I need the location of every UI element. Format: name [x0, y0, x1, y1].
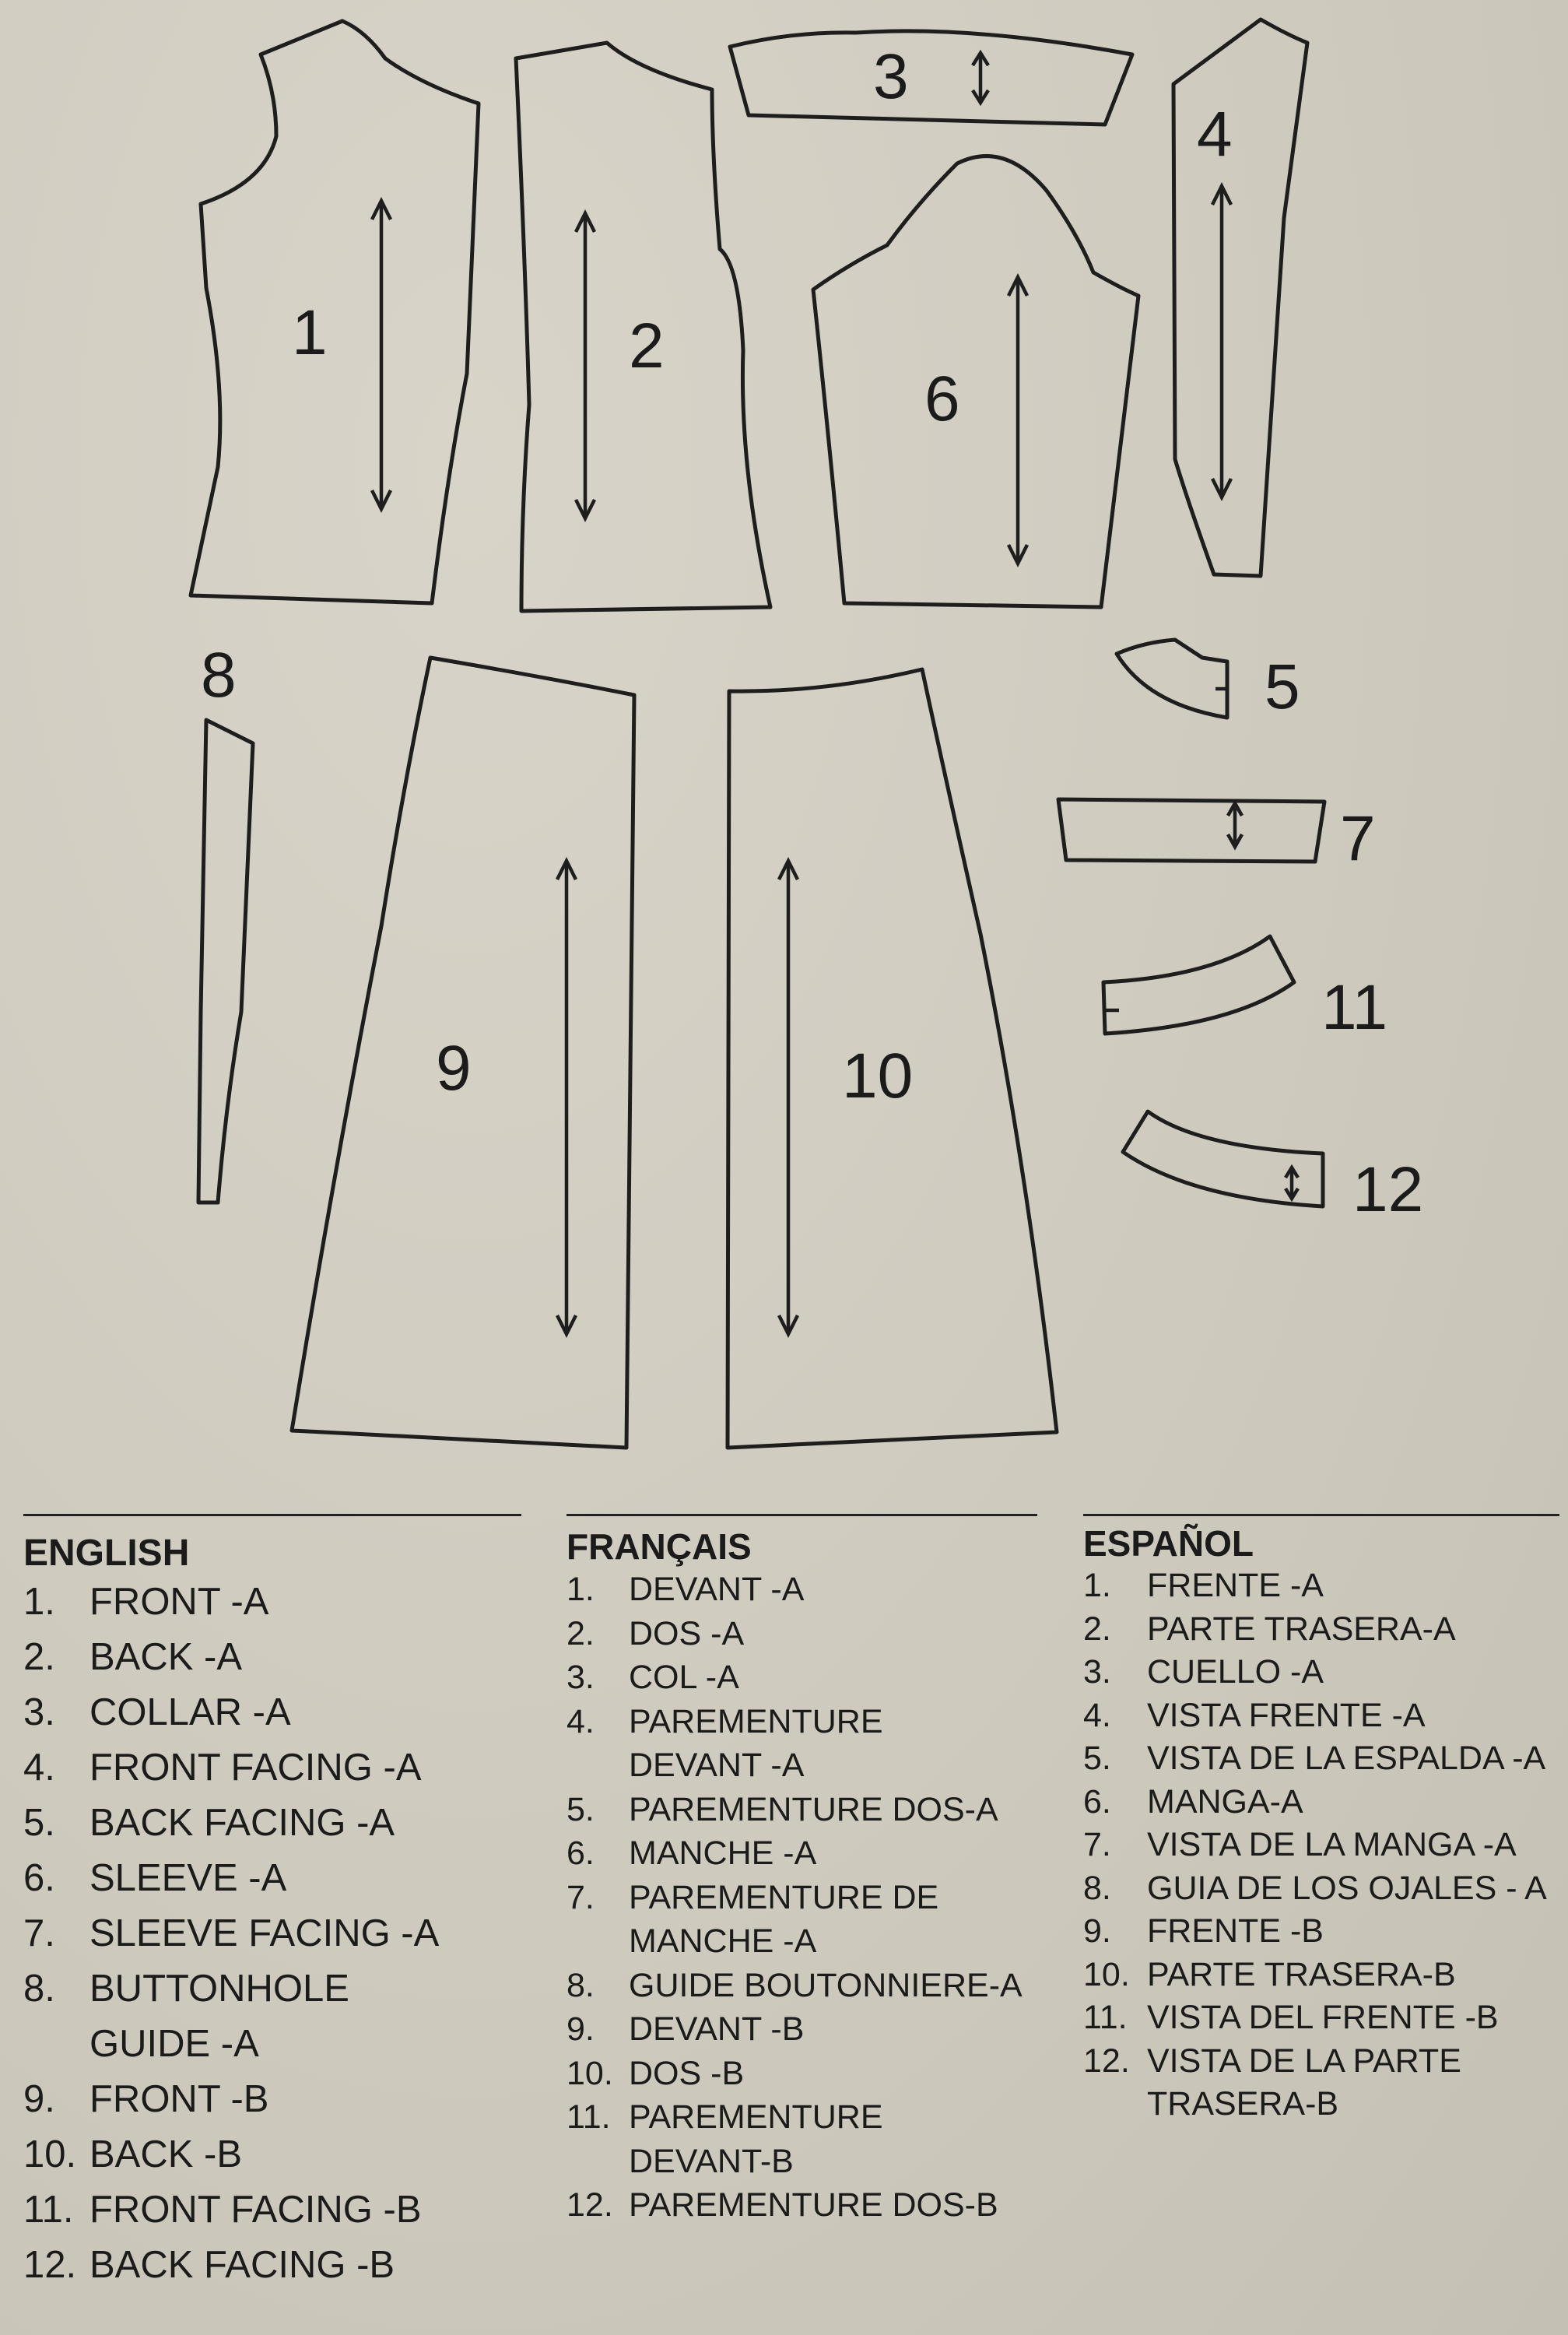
legend-spanish-list: 1.FRENTE -A 2.PARTE TRASERA-A 3.CUELLO -… [1083, 1564, 1559, 2126]
list-item: 3.CUELLO -A [1083, 1653, 1324, 1691]
pattern-piece-9: 9 [289, 655, 637, 1450]
legend-spanish-heading: ESPAÑOL [1083, 1523, 1254, 1564]
list-item: 4.FRONT FACING -A [23, 1747, 422, 1789]
list-item: 1.DEVANT -A [567, 1571, 805, 1608]
legend-french: FRANÇAIS 1.DEVANT -A 2.DOS -A 3.COL -A 4… [567, 1514, 1037, 2228]
piece-number-10: 10 [842, 1041, 913, 1111]
list-item: 3.COL -A [567, 1659, 739, 1696]
list-item: 12.VISTA DE LA PARTE TRASERA-B [1083, 2042, 1461, 2123]
list-item: 1.FRONT -A [23, 1581, 269, 1623]
pattern-piece-6: 6 [811, 154, 1141, 609]
pattern-piece-5: 5 [1114, 637, 1300, 722]
list-item: 5.BACK FACING -A [23, 1802, 395, 1844]
list-item: 7.PAREMENTURE DE MANCHE -A [567, 1878, 939, 1961]
legend-french-rule [567, 1514, 1037, 1516]
list-item: 8.BUTTONHOLE GUIDE -A [23, 1968, 349, 2065]
pattern-piece-10: 10 [725, 667, 1059, 1450]
piece-number-11: 11 [1321, 972, 1387, 1043]
list-item: 2.PARTE TRASERA-A [1083, 1610, 1456, 1648]
piece-number-2: 2 [629, 311, 665, 381]
piece-number-12: 12 [1352, 1154, 1423, 1225]
legend-spanish-rule [1083, 1514, 1559, 1516]
list-item: 5.PAREMENTURE DOS-A [567, 1790, 998, 1828]
list-item: 2.DOS -A [567, 1614, 745, 1652]
list-item: 12.BACK FACING -B [23, 2244, 395, 2286]
pattern-piece-2: 2 [514, 40, 773, 613]
piece-number-5: 5 [1265, 651, 1300, 722]
pattern-piece-3: 3 [728, 29, 1135, 127]
legend-french-list: 1.DEVANT -A 2.DOS -A 3.COL -A 4.PAREMENT… [567, 1568, 1037, 2228]
pattern-piece-8: 8 [196, 640, 255, 1205]
legend-french-heading: FRANÇAIS [567, 1526, 752, 1567]
list-item: 10.DOS -B [567, 2054, 745, 2092]
piece-number-3: 3 [873, 41, 909, 112]
legend-english-rule [23, 1514, 521, 1516]
list-item: 11.FRONT FACING -B [23, 2189, 422, 2231]
pattern-piece-1: 1 [188, 19, 481, 606]
list-item: 11.VISTA DEL FRENTE -B [1083, 1999, 1499, 2036]
list-item: 1.FRENTE -A [1083, 1567, 1324, 1604]
piece-number-7: 7 [1340, 803, 1376, 874]
piece-number-1: 1 [292, 297, 328, 368]
list-item: 10.BACK -B [23, 2133, 243, 2175]
list-item: 6.SLEEVE -A [23, 1857, 287, 1899]
pattern-piece-4: 4 [1171, 17, 1310, 578]
list-item: 6.MANGA-A [1083, 1782, 1303, 1821]
list-item: 4.VISTA FRENTE -A [1083, 1696, 1426, 1734]
piece-number-4: 4 [1197, 99, 1233, 170]
list-item: 9.FRONT -B [23, 2078, 269, 2120]
legend-spanish: ESPAÑOL 1.FRENTE -A 2.PARTE TRASERA-A 3.… [1083, 1514, 1559, 2126]
pattern-piece-7: 7 [1056, 797, 1376, 874]
list-item: 8.GUIA DE LOS OJALES - A [1083, 1869, 1547, 1907]
list-item: 8.GUIDE BOUTONNIERE-A [567, 1966, 1023, 2004]
legend-english-list: 1.FRONT -A 2.BACK -A 3.COLLAR -A 4.FRONT… [23, 1575, 521, 2293]
list-item: 3.COLLAR -A [23, 1691, 291, 1733]
piece-number-9: 9 [436, 1033, 472, 1104]
pattern-piece-12: 12 [1121, 1109, 1423, 1225]
list-item: 6.MANCHE -A [567, 1835, 817, 1872]
list-item: 5.VISTA DE LA ESPALDA -A [1083, 1740, 1546, 1777]
pattern-pieces-diagram: 1 2 3 4 6 5 [188, 17, 1423, 1450]
list-item: 7.VISTA DE LA MANGA -A [1083, 1826, 1517, 1863]
legend-english: ENGLISH 1.FRONT -A 2.BACK -A 3.COLLAR -A… [23, 1514, 521, 2293]
list-item: 11.PAREMENTURE DEVANT-B [567, 2098, 883, 2180]
piece-number-8: 8 [201, 640, 237, 711]
list-item: 9.FRENTE -B [1083, 1912, 1324, 1950]
legend-english-heading: ENGLISH [23, 1533, 190, 1574]
list-item: 2.BACK -A [23, 1636, 243, 1678]
list-item: 12.PAREMENTURE DOS-B [567, 2186, 998, 2224]
piece-number-6: 6 [924, 363, 960, 434]
list-item: 10.PARTE TRASERA-B [1083, 1955, 1456, 1993]
pattern-piece-11: 11 [1101, 934, 1387, 1043]
list-item: 7.SLEEVE FACING -A [23, 1912, 440, 1954]
list-item: 4.PAREMENTURE DEVANT -A [567, 1702, 883, 1785]
list-item: 9.DEVANT -B [567, 2010, 805, 2048]
